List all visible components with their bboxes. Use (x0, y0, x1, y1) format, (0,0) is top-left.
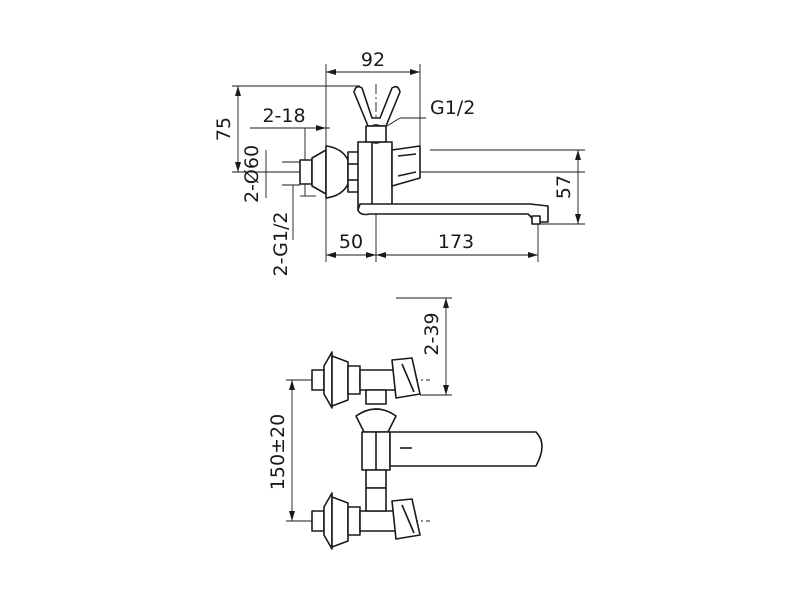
label-g1-2: G1/2 (430, 97, 475, 119)
dim-line-92 (326, 69, 420, 75)
label-173: 173 (438, 231, 474, 253)
label-2-18: 2-18 (262, 105, 305, 127)
label-92: 92 (361, 49, 385, 71)
front-upper-inlet (311, 351, 397, 409)
front-center-riser (355, 389, 397, 489)
label-50: 50 (339, 231, 363, 253)
front-upper-lever (391, 357, 421, 399)
dim-line-2-18 (250, 125, 326, 131)
dim-line-2-39 (443, 298, 449, 395)
dim-line-75 (235, 86, 241, 172)
front-spout (389, 431, 543, 467)
front-lower-inlet (311, 487, 397, 550)
label-2-39: 2-39 (421, 312, 443, 355)
side-lever-handle (391, 145, 421, 187)
label-2-g1-2: 2-G1/2 (270, 212, 292, 277)
label-75: 75 (213, 117, 235, 141)
dim-line-57 (575, 150, 581, 224)
side-view: 92 75 2-18 G1/2 57 2-Ø60 2-G1/2 50 173 (213, 49, 585, 276)
side-shower-holder (353, 85, 401, 144)
dim-line-150 (289, 380, 295, 521)
dim-line-50-173 (326, 252, 538, 258)
side-spout (357, 203, 549, 225)
label-2-diameter-60: 2-Ø60 (241, 145, 263, 203)
side-mixer-body (357, 141, 393, 211)
label-150-tolerance: 150±20 (267, 414, 289, 490)
label-57: 57 (553, 175, 575, 199)
side-wall-flange (299, 145, 365, 199)
front-lower-lever (391, 498, 421, 540)
front-view: 150±20 2-39 (267, 297, 543, 550)
